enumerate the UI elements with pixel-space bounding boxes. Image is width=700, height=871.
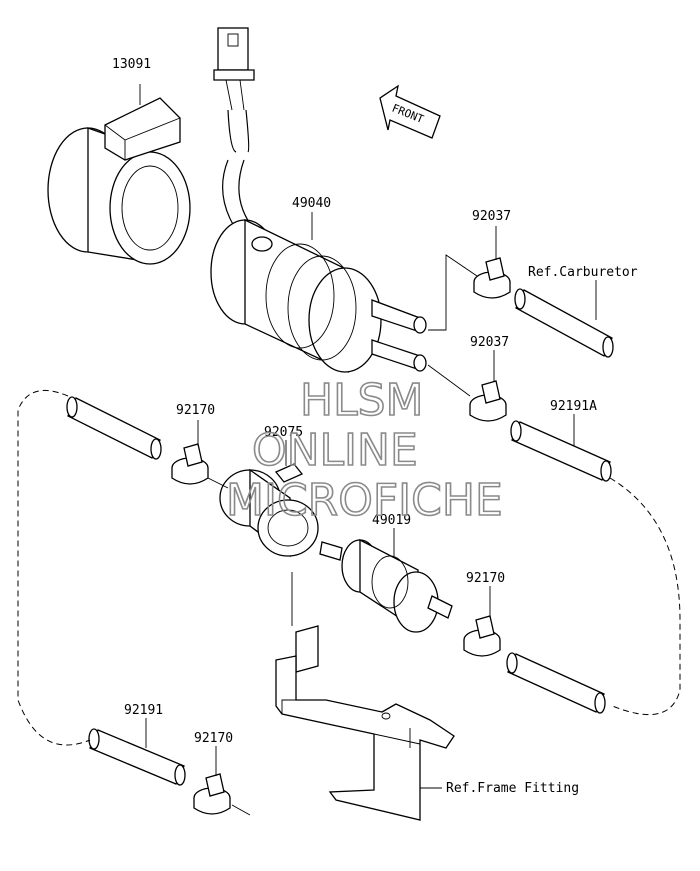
label-13091: 13091	[112, 57, 151, 72]
label-92191: 92191	[124, 703, 163, 718]
pump-holder-13091[interactable]	[47, 84, 191, 265]
hose-92191[interactable]	[88, 728, 186, 786]
label-49019: 49019	[372, 513, 411, 528]
label-49040: 49040	[292, 196, 331, 211]
watermark: HLSM ONLINE MICROFICHE	[225, 374, 503, 527]
hose-upper-left[interactable]	[66, 396, 162, 460]
label-92075: 92075	[264, 425, 303, 440]
label-92191a: 92191A	[550, 399, 597, 414]
watermark-line3: MICROFICHE	[226, 475, 503, 526]
label-92170-b: 92170	[466, 571, 505, 586]
fuel-filter-49019[interactable]	[319, 538, 453, 633]
clamp-92170-c[interactable]	[193, 773, 231, 815]
clamp-92037-upper[interactable]	[473, 257, 511, 299]
label-92170-a: 92170	[176, 403, 215, 418]
routing-dashed-left	[17, 389, 91, 746]
fuel-pump-49040[interactable]	[210, 218, 427, 374]
hose-carburetor[interactable]	[514, 288, 614, 358]
watermark-line1: HLSM	[300, 375, 424, 426]
clamp-92170-b[interactable]	[463, 615, 501, 657]
routing-dashed-right	[609, 477, 681, 716]
clamp-92170-a[interactable]	[171, 443, 209, 485]
hose-lower-right[interactable]	[506, 652, 606, 714]
watermark-line2: ONLINE	[252, 425, 418, 476]
hose-92191a[interactable]	[510, 420, 612, 482]
label-92170-c: 92170	[194, 731, 233, 746]
bracket-frame-fitting[interactable]	[275, 625, 455, 821]
ref-carburetor: Ref.Carburetor	[528, 265, 638, 280]
label-92037-upper: 92037	[472, 209, 511, 224]
damper-92075[interactable]	[219, 463, 319, 558]
wire-connector[interactable]	[213, 27, 263, 251]
ref-frame-fitting: Ref.Frame Fitting	[446, 781, 579, 796]
clamp-92037-lower[interactable]	[469, 380, 507, 422]
front-direction-arrow: FRONT	[379, 84, 441, 139]
label-92037-lower: 92037	[470, 335, 509, 350]
